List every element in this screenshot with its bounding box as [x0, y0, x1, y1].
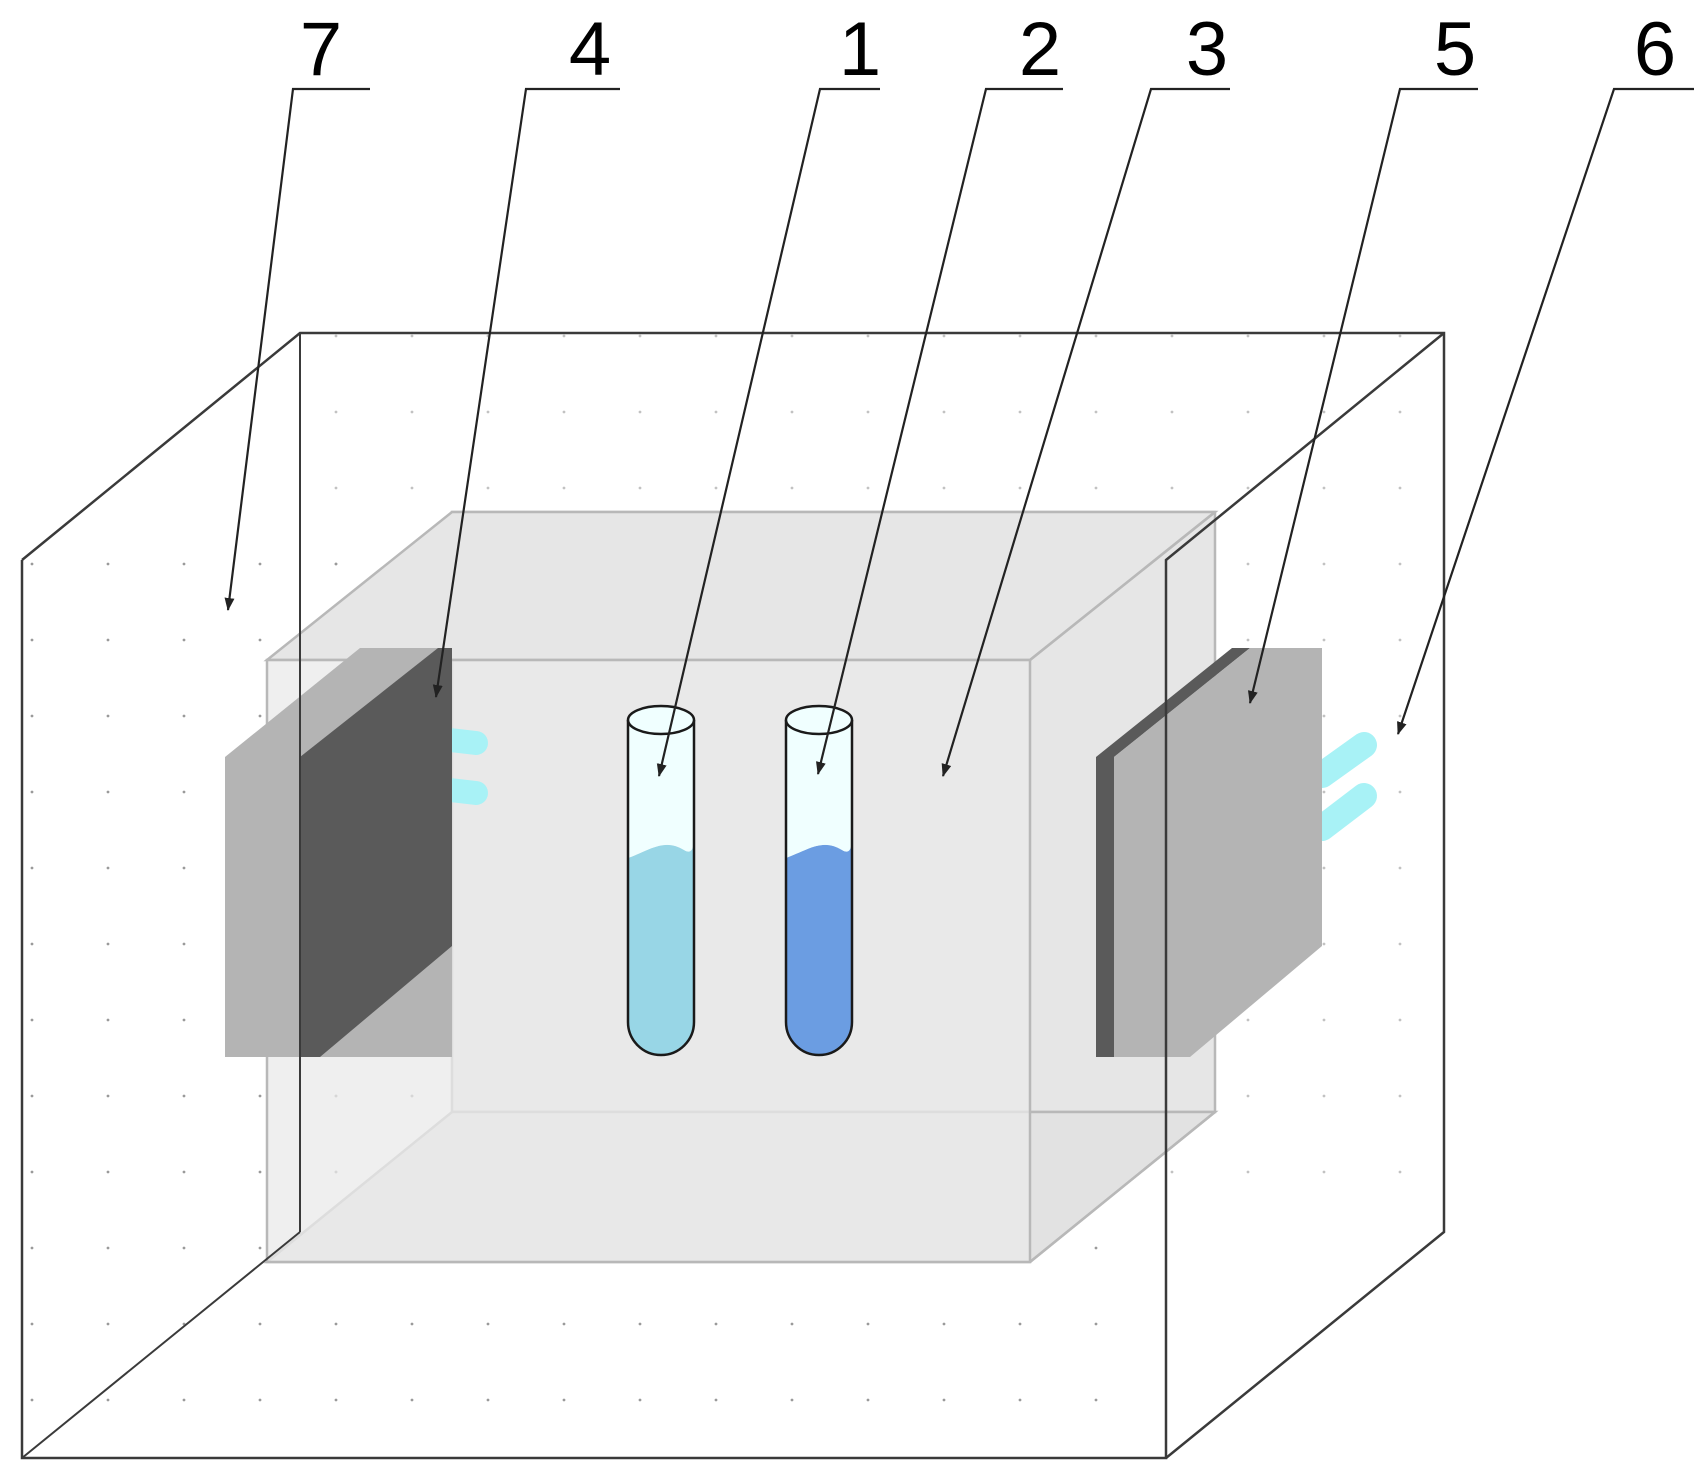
- callout-numbers: 7 4 1 2 3 5 6: [300, 7, 1676, 92]
- test-tube-1-liquid: [628, 830, 694, 1055]
- callout-3: 3: [1186, 7, 1228, 92]
- test-tube-2-rim: [784, 704, 854, 736]
- leader-2: [816, 87, 1063, 775]
- callout-6: 6: [1634, 7, 1676, 92]
- leader-4: [432, 87, 620, 698]
- callout-7: 7: [300, 7, 342, 92]
- leader-1: [656, 87, 880, 777]
- left-plate-dark-face: [300, 648, 452, 1057]
- callout-leaders: [224, 87, 1694, 777]
- callout-5: 5: [1434, 7, 1476, 92]
- test-tube-2-glass: [786, 720, 852, 858]
- callout-2: 2: [1019, 7, 1061, 92]
- test-tube-1-glass: [628, 720, 694, 858]
- left-plate-assembly: [225, 648, 488, 1057]
- leader-6: [1396, 87, 1694, 735]
- left-connector-tubes: [438, 728, 488, 805]
- right-plate-dark-edge: [1096, 648, 1250, 1057]
- test-tube-1: [626, 704, 696, 1057]
- leader-5: [1247, 87, 1478, 704]
- leader-3: [941, 87, 1230, 777]
- test-tube-2-liquid: [786, 830, 852, 1055]
- outer-enclosure-edges: [20, 331, 1446, 1460]
- callout-1: 1: [839, 7, 881, 92]
- leader-7: [224, 87, 370, 611]
- callout-4: 4: [569, 7, 611, 92]
- test-tube-2: [784, 704, 854, 1057]
- right-connector-tubes: [1309, 732, 1377, 841]
- test-tube-1-rim: [626, 704, 696, 736]
